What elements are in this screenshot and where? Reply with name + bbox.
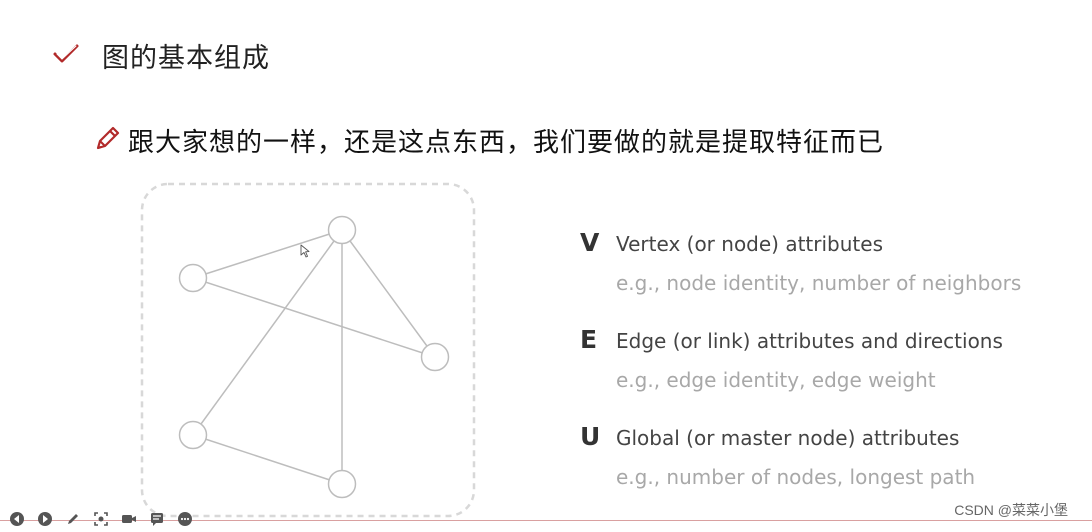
attribute-label: Edge (or link) attributes and directions: [616, 329, 1003, 353]
attribute-label: Global (or master node) attributes: [616, 426, 960, 450]
attribute-letter: U: [580, 422, 601, 451]
subtitle-row: 跟大家想的一样，还是这点东西，我们要做的就是提取特征而已: [92, 122, 884, 159]
bottom-divider: [0, 520, 1092, 521]
presentation-toolbar: [8, 510, 194, 528]
attribute-item-vertex: V Vertex (or node) attributes e.g., node…: [580, 228, 1060, 325]
graph-diagram: [140, 182, 476, 518]
graph-edge: [192, 229, 343, 279]
graph-node: [178, 420, 208, 450]
more-icon[interactable]: [176, 510, 194, 528]
checkmark-icon: [52, 42, 80, 70]
attribute-label: Vertex (or node) attributes: [616, 232, 883, 256]
next-icon[interactable]: [36, 510, 54, 528]
graph-dashed-border: [140, 182, 476, 518]
attribute-letter: E: [580, 325, 598, 354]
screenshot-icon[interactable]: [92, 510, 110, 528]
graph-node: [178, 263, 208, 293]
title-row: 图的基本组成: [52, 36, 270, 75]
notes-icon[interactable]: [148, 510, 166, 528]
csdn-watermark: CSDN @菜菜小堡: [954, 502, 1068, 518]
slide-title: 图的基本组成: [102, 43, 270, 74]
pencil-icon: [92, 124, 122, 158]
graph-edge: [192, 229, 343, 436]
prev-icon[interactable]: [8, 510, 26, 528]
graph-edge: [192, 434, 343, 485]
graph-node: [327, 215, 357, 245]
attribute-example: e.g., edge identity, edge weight: [616, 368, 936, 392]
graph-edge: [341, 229, 436, 358]
graph-edge: [192, 277, 436, 358]
pen-icon[interactable]: [64, 510, 82, 528]
mouse-cursor-icon: [300, 244, 310, 258]
attribute-letter: V: [580, 228, 600, 257]
attribute-list: V Vertex (or node) attributes e.g., node…: [580, 228, 1060, 519]
attribute-example: e.g., number of nodes, longest path: [616, 465, 976, 489]
attribute-item-global: U Global (or master node) attributes e.g…: [580, 422, 1060, 519]
camera-icon[interactable]: [120, 510, 138, 528]
slide-subtitle: 跟大家想的一样，还是这点东西，我们要做的就是提取特征而已: [128, 128, 885, 158]
graph-node: [327, 469, 357, 499]
attribute-item-edge: E Edge (or link) attributes and directio…: [580, 325, 1060, 422]
attribute-example: e.g., node identity, number of neighbors: [616, 271, 1022, 295]
graph-node: [420, 342, 450, 372]
